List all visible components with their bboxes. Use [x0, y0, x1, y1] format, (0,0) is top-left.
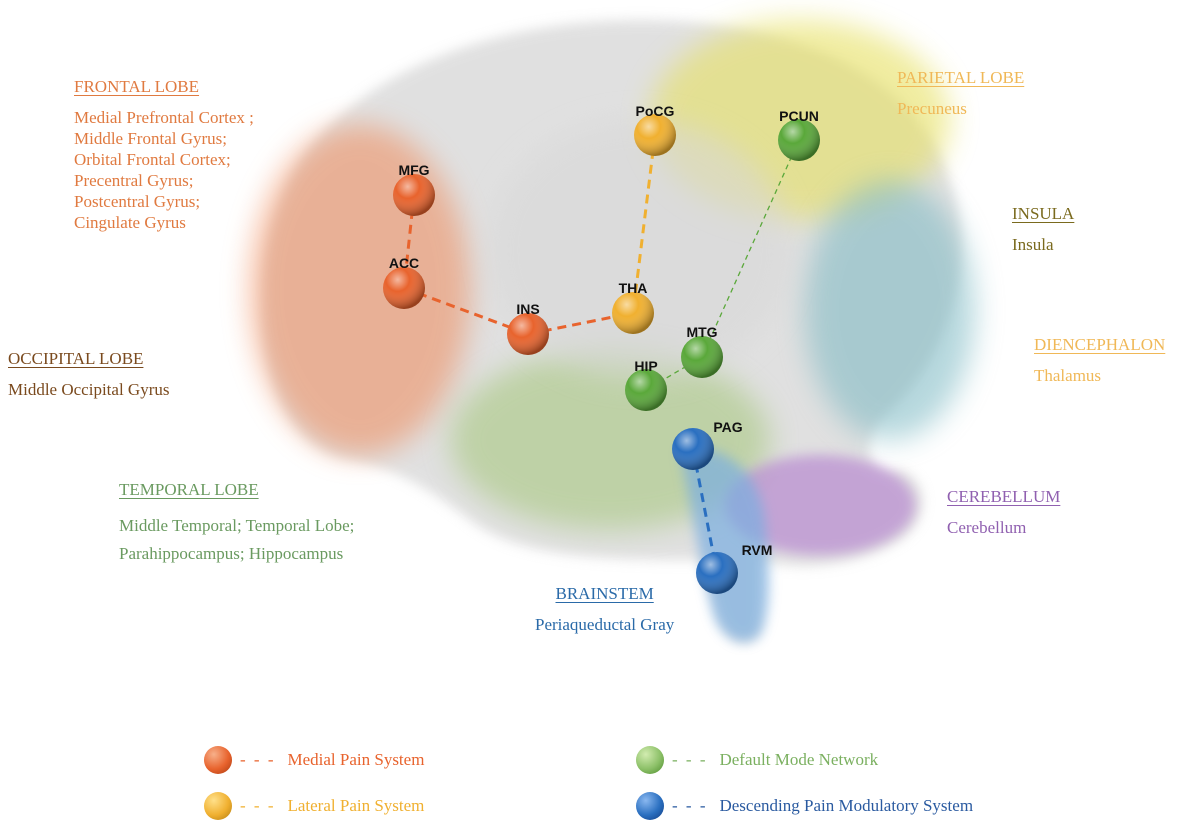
node-label: MFG [398, 162, 429, 178]
edge-acc-ins [403, 286, 529, 336]
region-cerebellum-item: Cerebellum [947, 518, 1027, 537]
region-insula-item: Insula [1012, 235, 1054, 254]
node-tha: THA [612, 280, 654, 334]
region-frontal-item: Precentral Gyrus; [74, 171, 194, 190]
region-occipital-title: OCCIPITAL LOBE [8, 349, 144, 368]
node-mtg: MTG [681, 324, 723, 378]
legend-medial-label: Medial Pain System [287, 750, 425, 769]
region-occipital-item: Middle Occipital Gyrus [8, 380, 170, 399]
legend-descending-swatch [636, 792, 664, 820]
region-temporal-title: TEMPORAL LOBE [119, 480, 259, 499]
cerebellum-shape [725, 455, 915, 555]
legend-lateral-label: Lateral Pain System [287, 796, 425, 815]
legend-medial-dash: - - - [240, 750, 276, 769]
node-mfg: MFG [393, 162, 435, 216]
node-label: PoCG [636, 103, 675, 119]
region-cerebellum-title: CEREBELLUM [947, 487, 1061, 506]
node-shading [696, 552, 738, 594]
node-pcun: PCUN [778, 108, 820, 161]
node-ins: INS [507, 301, 549, 355]
edge-pcun-mtg [701, 139, 800, 358]
node-label: RVM [742, 542, 773, 558]
region-brainstem-item: Periaqueductal Gray [535, 615, 675, 634]
node-label: INS [516, 301, 539, 317]
region-brainstem-title: BRAINSTEM [555, 584, 654, 603]
node-pocg: PoCG [634, 103, 676, 156]
node-label: HIP [634, 358, 657, 374]
node-label: PAG [713, 419, 742, 435]
node-shading [625, 369, 667, 411]
region-insula: INSULA Insula [1012, 204, 1074, 255]
node-shading [634, 114, 676, 156]
legend-medial-swatch [204, 746, 232, 774]
region-diencephalon-title: DIENCEPHALON [1034, 335, 1166, 354]
node-acc: ACC [383, 255, 425, 309]
region-temporal: TEMPORAL LOBE Middle Temporal; Temporal … [119, 480, 354, 566]
network-nodes: MFG ACC INS PoCG THA PCUN MTG HIP PAG RVM [383, 103, 820, 594]
node-shading [672, 428, 714, 470]
node-rvm: RVM [696, 542, 772, 594]
region-insula-title: INSULA [1012, 204, 1075, 223]
node-shading [393, 174, 435, 216]
node-pag: PAG [672, 419, 743, 470]
legend-lateral-swatch [204, 792, 232, 820]
region-frontal-title: FRONTAL LOBE [74, 77, 200, 96]
legend-dmn-dash: - - - [672, 750, 708, 769]
legend-descending-dash: - - - [672, 796, 708, 815]
node-shading [681, 336, 723, 378]
central-region-shape [490, 120, 790, 380]
region-frontal: FRONTAL LOBE Medial Prefrontal Cortex ; … [74, 77, 254, 233]
node-shading [383, 267, 425, 309]
node-shading [778, 119, 820, 161]
region-parietal-title: PARIETAL LOBE [897, 68, 1025, 87]
region-brainstem: BRAINSTEM Periaqueductal Gray [535, 584, 674, 635]
legend-medial: - - - Medial Pain System [204, 746, 424, 774]
region-frontal-item: Cingulate Gyrus [74, 213, 186, 232]
region-diencephalon-item: Thalamus [1034, 366, 1102, 385]
legend-lateral-dash: - - - [240, 796, 276, 815]
node-hip: HIP [625, 358, 667, 411]
legend-descending-label: Descending Pain Modulatory System [719, 796, 974, 815]
region-occipital: OCCIPITAL LOBE Middle Occipital Gyrus [8, 349, 169, 400]
brain-lobes [250, 20, 975, 643]
edge-pag-rvm [691, 448, 719, 574]
legend-descending: - - - Descending Pain Modulatory System [636, 792, 973, 820]
region-parietal-item: Precuneus [897, 99, 967, 118]
node-label: ACC [389, 255, 419, 271]
region-temporal-item: Parahippocampus; Hippocampus [119, 544, 344, 563]
legend-dmn-label: Default Mode Network [719, 750, 879, 769]
region-diencephalon: DIENCEPHALON Thalamus [1034, 335, 1165, 386]
legend-dmn: - - - Default Mode Network [636, 746, 878, 774]
node-label: PCUN [779, 108, 819, 124]
legend-lateral: - - - Lateral Pain System [204, 792, 424, 820]
region-frontal-item: Postcentral Gyrus; [74, 192, 201, 211]
region-frontal-item: Middle Frontal Gyrus; [74, 129, 227, 148]
region-frontal-item: Orbital Frontal Cortex; [74, 150, 231, 169]
legend-dmn-swatch [636, 746, 664, 774]
node-label: THA [619, 280, 648, 296]
region-temporal-item: Middle Temporal; Temporal Lobe; [119, 516, 355, 535]
node-shading [612, 292, 654, 334]
region-parietal: PARIETAL LOBE Precuneus [897, 68, 1024, 119]
region-cerebellum: CEREBELLUM Cerebellum [947, 487, 1060, 538]
node-label: MTG [686, 324, 717, 340]
occipital-lobe-shape [805, 180, 975, 440]
frontal-lobe-shape [250, 125, 470, 455]
region-frontal-item: Medial Prefrontal Cortex ; [74, 108, 254, 127]
node-shading [507, 313, 549, 355]
